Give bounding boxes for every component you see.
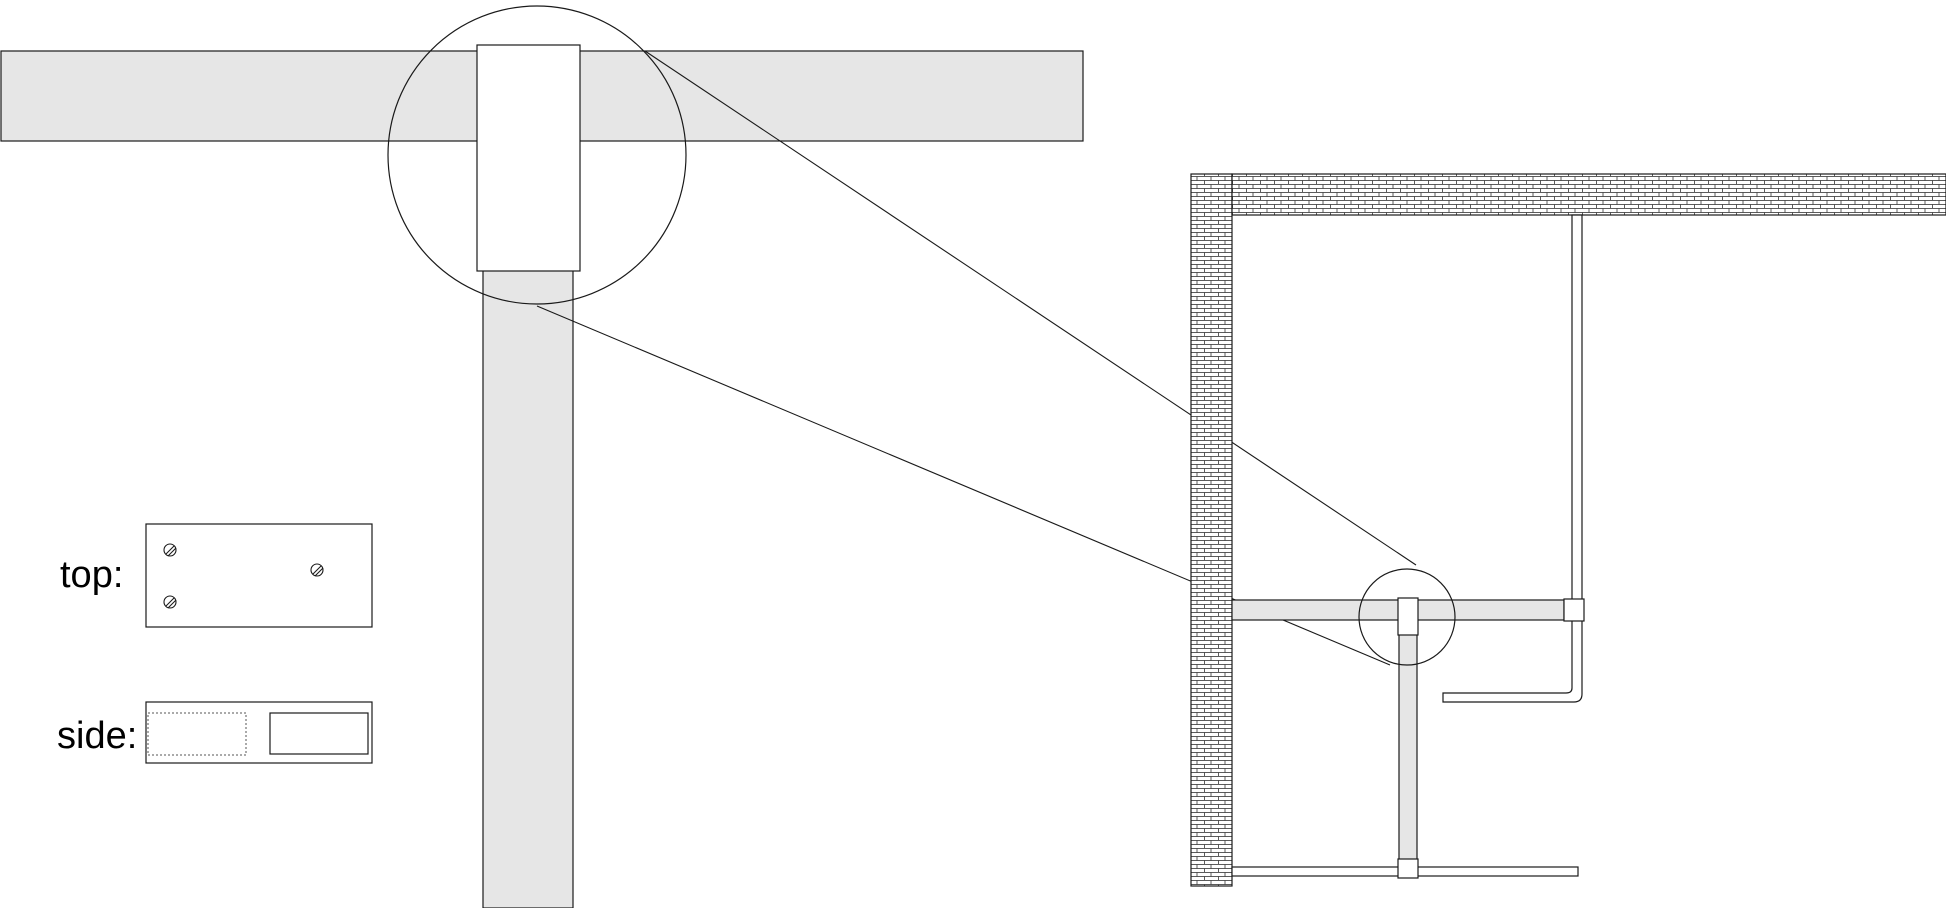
screw-icon (163, 543, 177, 557)
zoom-line-upper (644, 50, 1417, 566)
bottom-connector (1397, 858, 1419, 879)
joint-connector (476, 44, 581, 272)
detail-view (0, 5, 1084, 908)
screw-icon (163, 595, 177, 609)
plan-view (1190, 173, 1946, 887)
vertical-member (1398, 633, 1418, 861)
right-vertical-member (1442, 214, 1583, 703)
zoom-lines (536, 50, 1417, 666)
side-view-slot (269, 712, 369, 755)
brick-wall-top (1231, 173, 1946, 216)
t-joint-connector (1397, 597, 1419, 636)
magnifier-circle (387, 5, 687, 305)
vertical-post (482, 269, 574, 908)
side-view-hidden-slot (147, 712, 247, 756)
top-view-label: top: (60, 554, 123, 596)
top-view-plate (145, 523, 373, 628)
right-connector (1563, 598, 1585, 622)
side-view-label: side: (57, 715, 137, 757)
brick-wall-left (1190, 173, 1233, 887)
connector-views: top: side: (57, 523, 373, 764)
joint-highlight-circle (1358, 568, 1456, 666)
screw-icon (310, 563, 324, 577)
